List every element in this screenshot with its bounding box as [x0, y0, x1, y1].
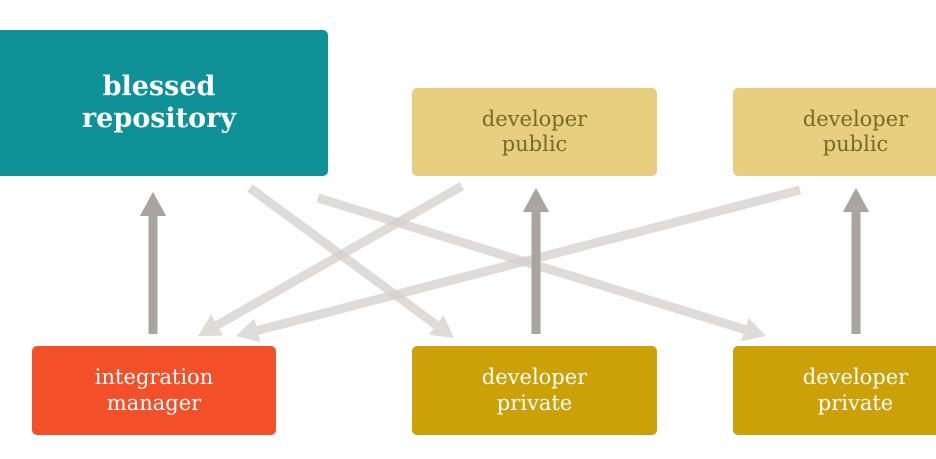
arrow-dev-private-1-to-dev-public-1	[522, 188, 550, 334]
developer-public-label-2: developer public	[802, 106, 909, 156]
developer-private-node-2: developer private	[733, 346, 936, 435]
developer-public-node-1: developer public	[412, 88, 657, 176]
developer-private-node-1: developer private	[412, 346, 657, 435]
developer-private-label-2: developer private	[802, 365, 909, 415]
integration-manager-label: integration manager	[94, 365, 214, 415]
developer-private-label-1: developer private	[481, 365, 588, 415]
arrow-dev-public-2-to-integration	[236, 185, 802, 343]
arrow-integration-to-blessed	[139, 192, 167, 334]
blessed-repository-label: blessed repository	[81, 70, 237, 134]
blessed-repository-node: blessed repository	[0, 30, 328, 176]
developer-public-label-1: developer public	[481, 106, 588, 156]
integration-manager-node: integration manager	[32, 346, 276, 435]
arrow-dev-private-2-to-dev-public-2	[842, 188, 870, 334]
developer-public-node-2: developer public	[733, 88, 936, 176]
arrow-dev-public-1-to-integration	[198, 182, 465, 336]
